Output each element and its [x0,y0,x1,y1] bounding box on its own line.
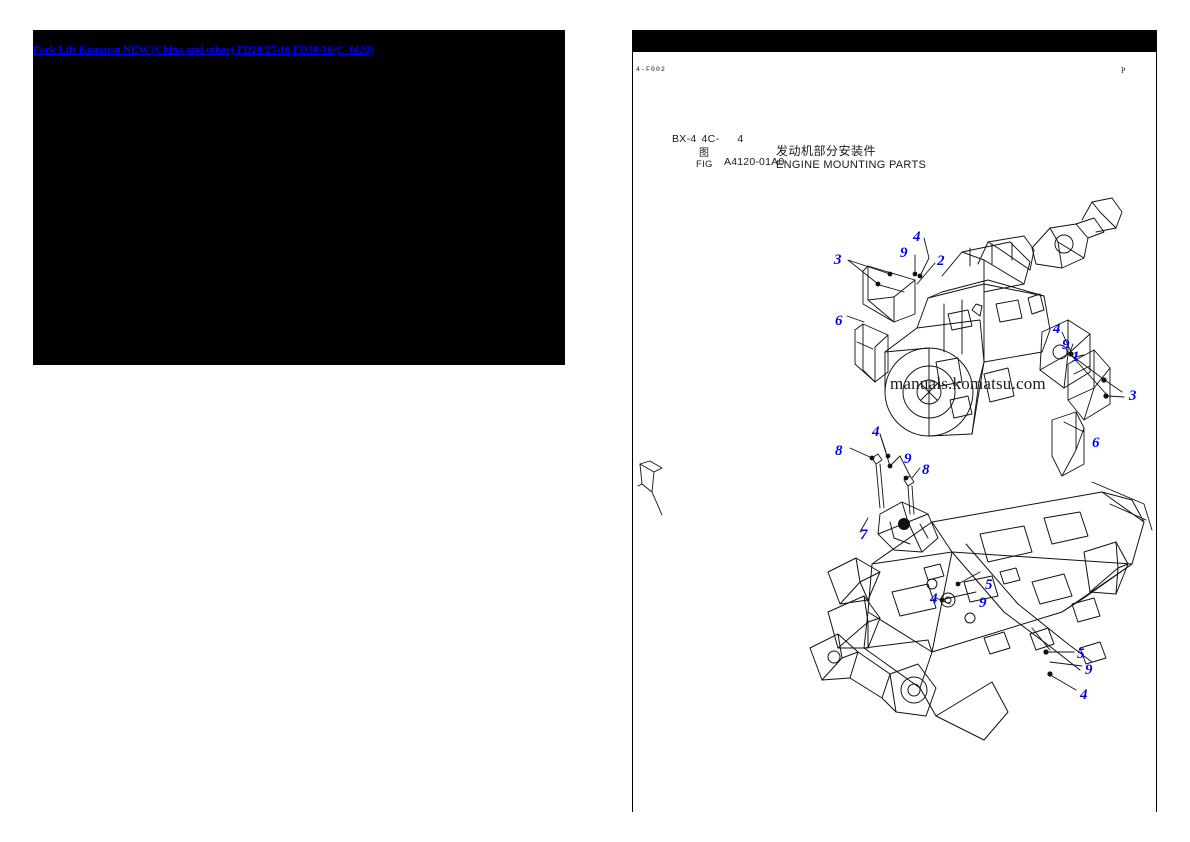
partial-edge-part [637,460,663,516]
parts-drawing-page: 4-F002 P BX-4 4C- 4 图 FIG A4120-01A0 发动机部分… [632,30,1157,812]
callout-number-9[interactable]: 9 [1085,662,1093,678]
page-top-bar [632,30,1157,52]
callout-number-5[interactable]: 5 [1077,646,1085,662]
front-mount-dots [869,453,909,481]
page-code-label: 4-F002 [636,66,667,73]
front-rubber-mount [877,501,939,553]
upper-leader-lines [847,237,936,285]
callout-number-9[interactable]: 9 [900,245,908,261]
callout-number-2[interactable]: 2 [937,253,945,269]
callout-number-9[interactable]: 9 [1062,337,1070,353]
section-prefix: BX-4 [672,133,697,145]
right-rail [1091,481,1153,531]
fig-label-cn: 图 [699,148,709,159]
callout-number-1[interactable]: 1 [1072,349,1080,365]
fig-label-en: FIG [696,159,713,170]
drawing-title-block: BX-4 4C- 4 图 FIG A4120-01A0 发动机部分安装件 ENGIN… [672,133,972,193]
right-mount-dots [1068,351,1109,399]
upper-bracket-plate [862,265,916,323]
catalog-title-link[interactable]: Fork Lift Komatsu NEW (China and other) … [33,44,374,56]
lower-mount-dots [939,581,961,603]
callout-number-9[interactable]: 9 [904,451,912,467]
bottom-right-dots [1043,649,1053,677]
drawing-name-cn: 发动机部分安装件 [776,144,877,158]
callout-number-9[interactable]: 9 [979,595,987,611]
callout-number-4[interactable]: 4 [1080,687,1088,703]
chassis-frame [809,491,1145,741]
item-number: 4 [737,133,744,145]
right-side-cover [1051,411,1085,477]
callout-number-6[interactable]: 6 [835,313,843,329]
group-code: 4C- [701,133,720,145]
page-left-border [632,52,633,812]
upper-leader-dots [875,271,923,287]
title-block-top-row: BX-4 4C- 4 [672,133,744,145]
drawing-name-en: ENGINE MOUNTING PARTS [776,159,927,171]
catalog-preview-panel: Fork Lift Komatsu NEW (China and other) … [33,30,565,365]
callout-number-4[interactable]: 4 [1053,321,1061,337]
front-mount-leaders [849,433,921,533]
figure-number: A4120-01A0 [724,156,785,168]
callout-number-4[interactable]: 4 [930,591,938,607]
right-engine-mount [1067,349,1111,421]
callout-number-4[interactable]: 4 [872,424,880,440]
left-heat-shield [854,323,889,383]
engine-assembly [884,197,1123,437]
page-right-border [1156,52,1157,812]
callout-number-3[interactable]: 3 [1129,388,1137,404]
page-marker-label: P [1121,66,1126,75]
callout-number-6[interactable]: 6 [1092,435,1100,451]
callout-number-7[interactable]: 7 [860,527,868,543]
callout-number-3[interactable]: 3 [834,252,842,268]
exploded-parts-illustration [637,197,1153,741]
callout-number-5[interactable]: 5 [985,577,993,593]
callout-number-4[interactable]: 4 [913,229,921,245]
bottom-right-leaders [1031,627,1083,691]
callout-number-8[interactable]: 8 [922,462,930,478]
callout-number-8[interactable]: 8 [835,443,843,459]
